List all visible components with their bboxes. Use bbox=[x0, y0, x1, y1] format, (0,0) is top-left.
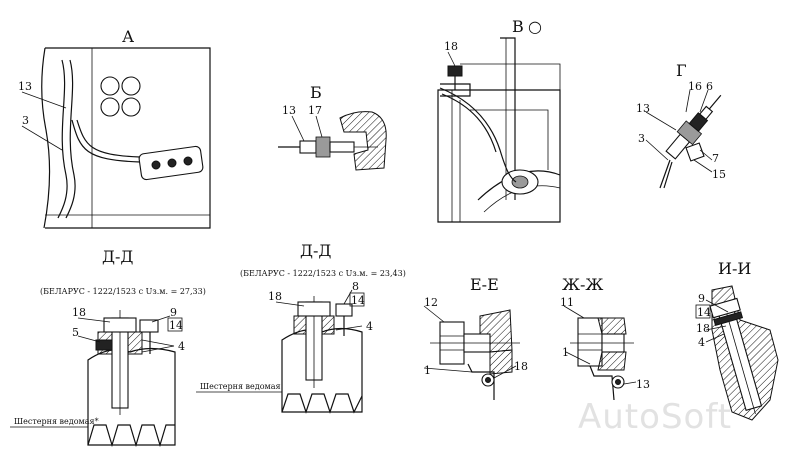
view-d1-note: (БЕЛАРУС - 1222/1523 с Uз.м. = 27,33) bbox=[40, 287, 206, 296]
view-b: Б 13 17 bbox=[278, 83, 387, 171]
view-v: В ○ 18 bbox=[437, 17, 561, 223]
view-g-label-6: 6 bbox=[706, 80, 713, 93]
view-d1-title: Д-Д bbox=[102, 247, 133, 266]
view-b-label-13: 13 bbox=[282, 104, 296, 117]
view-zh-label-13: 13 bbox=[636, 378, 650, 391]
view-g-label-15: 15 bbox=[712, 168, 726, 181]
view-d2-note: (БЕЛАРУС - 1222/1523 с Uз.м. = 23,43) bbox=[240, 269, 406, 278]
view-e-label-1: 1 bbox=[424, 364, 431, 377]
view-g-label-7: 7 bbox=[712, 152, 719, 165]
view-v-label-18: 18 bbox=[444, 40, 458, 53]
view-d2-caption: Шестерня ведомая bbox=[200, 382, 281, 391]
view-g-label-16: 16 bbox=[688, 80, 702, 93]
view-a-title: А bbox=[122, 27, 134, 46]
view-d2-label-8: 8 bbox=[352, 280, 359, 293]
view-d1: Д-Д (БЕЛАРУС - 1222/1523 с Uз.м. = 27,33… bbox=[10, 247, 206, 448]
view-a-label-13: 13 bbox=[18, 80, 32, 93]
view-d2: Д-Д (БЕЛАРУС - 1222/1523 с Uз.м. = 23,43… bbox=[196, 241, 406, 414]
view-d2-label-14: 14 bbox=[351, 294, 365, 307]
view-d1-label-18: 18 bbox=[72, 306, 86, 319]
view-d1-label-9: 9 bbox=[170, 306, 177, 319]
view-zh-label-11: 11 bbox=[560, 296, 574, 309]
view-zh: Ж-Ж 11 1 13 bbox=[560, 275, 650, 401]
view-e-label-18: 18 bbox=[514, 360, 528, 373]
view-g-label-3: 3 bbox=[638, 132, 645, 145]
view-d1-label-14: 14 bbox=[169, 319, 183, 332]
view-i-label-18: 18 bbox=[696, 322, 710, 335]
view-a-label-3: 3 bbox=[22, 114, 29, 127]
view-zh-label-1: 1 bbox=[562, 346, 569, 359]
view-d2-label-4: 4 bbox=[366, 320, 373, 333]
view-i: И-И 9 14 18 4 bbox=[695, 259, 779, 421]
view-i-label-14: 14 bbox=[697, 306, 711, 319]
view-i-label-4: 4 bbox=[698, 336, 705, 349]
view-d2-label-18: 18 bbox=[268, 290, 282, 303]
view-zh-title: Ж-Ж bbox=[562, 275, 603, 294]
view-e-title: Е-Е bbox=[470, 275, 499, 294]
view-d1-label-4: 4 bbox=[178, 340, 185, 353]
view-g-title: Г bbox=[676, 61, 687, 80]
view-i-label-9: 9 bbox=[698, 292, 705, 305]
view-v-title: В bbox=[512, 17, 524, 36]
view-g-label-13: 13 bbox=[636, 102, 650, 115]
view-d1-caption: Шестерня ведомая* bbox=[14, 417, 99, 426]
view-b-label-17: 17 bbox=[308, 104, 322, 117]
view-e: Е-Е 12 1 18 bbox=[423, 275, 528, 400]
view-i-title: И-И bbox=[718, 259, 751, 278]
view-g: Г 16 6 13 3 7 15 bbox=[636, 61, 726, 189]
view-e-label-12: 12 bbox=[424, 296, 438, 309]
view-b-title: Б bbox=[310, 83, 322, 102]
view-v-rotation-symbol: ○ bbox=[528, 17, 542, 36]
view-d2-title: Д-Д bbox=[300, 241, 331, 260]
view-d1-label-5: 5 bbox=[72, 326, 79, 339]
view-a: А 13 3 bbox=[18, 27, 211, 229]
watermark: AutoSoft bbox=[578, 397, 732, 437]
